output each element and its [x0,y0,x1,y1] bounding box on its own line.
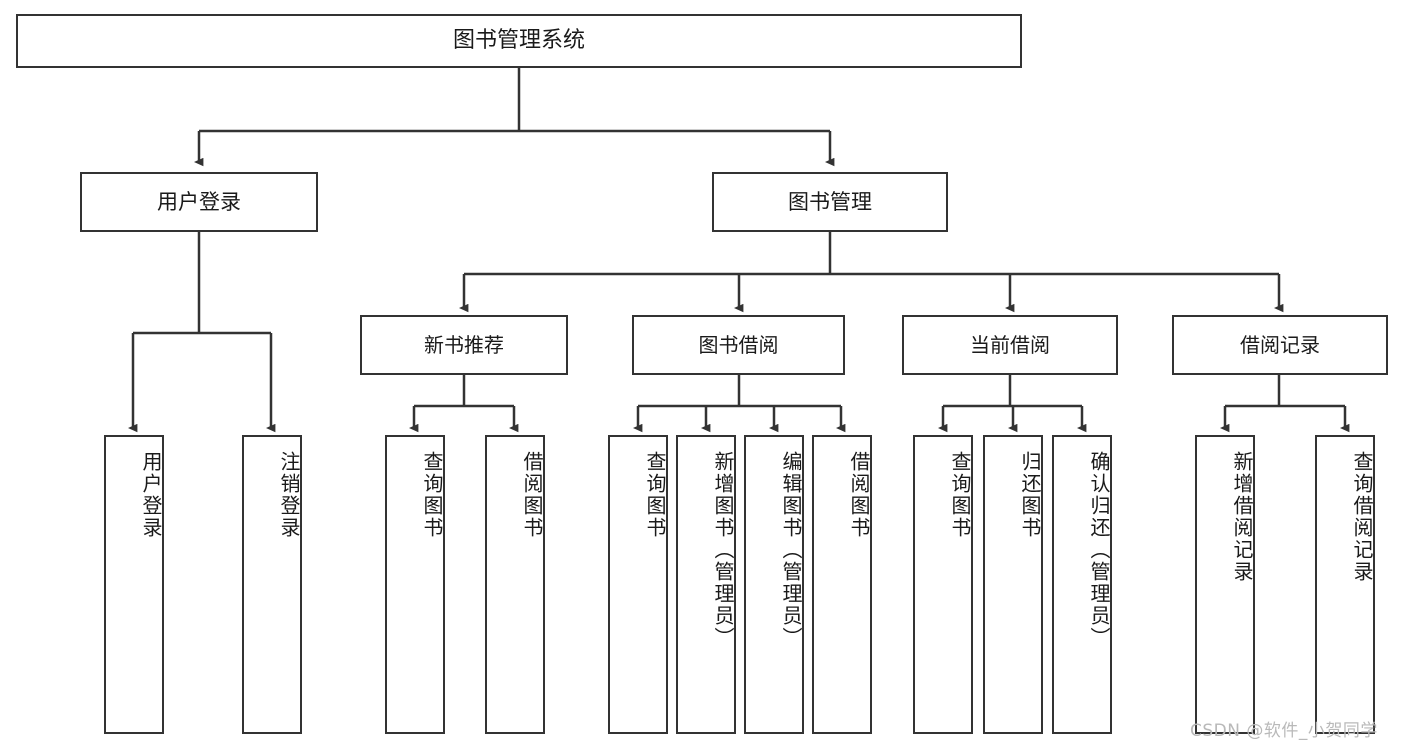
csdn-watermark: CSDN @软件_小贺同学 [1190,721,1378,741]
node-label: 确认归还（管理员） [1087,451,1111,649]
node-label: 查询图书 [420,451,444,539]
node-label: 查询图书 [948,451,972,539]
node-label: 当前借阅 [970,332,1050,357]
node-label: 图书管理系统 [452,28,585,54]
node-label: 编辑图书（管理员） [779,451,803,649]
node-label: 借阅图书 [847,451,871,539]
leaf-borrow-add-book-admin[interactable]: 新增图书（管理员） [676,435,736,734]
node-label: 新增图书（管理员） [711,451,735,649]
node-book-management[interactable]: 图书管理 [712,172,948,232]
leaf-records-query-record[interactable]: 查询借阅记录 [1315,435,1375,734]
node-book-borrow[interactable]: 图书借阅 [632,315,845,375]
node-new-book-recommend[interactable]: 新书推荐 [360,315,568,375]
node-label: 图书借阅 [698,332,779,357]
leaf-records-add-record[interactable]: 新增借阅记录 [1195,435,1255,734]
leaf-recommend-query-book[interactable]: 查询图书 [385,435,445,734]
leaf-user-login-signout[interactable]: 注销登录 [242,435,302,734]
node-user-login[interactable]: 用户登录 [80,172,318,232]
leaf-borrow-edit-book-admin[interactable]: 编辑图书（管理员） [744,435,804,734]
node-label: 图书管理 [788,189,872,214]
leaf-user-login-signin[interactable]: 用户登录 [104,435,164,734]
leaf-current-confirm-return-admin[interactable]: 确认归还（管理员） [1052,435,1112,734]
node-label: 注销登录 [277,451,301,539]
leaf-borrow-borrow-book[interactable]: 借阅图书 [812,435,872,734]
node-label: 新书推荐 [424,332,504,357]
leaf-current-return-book[interactable]: 归还图书 [983,435,1043,734]
leaf-recommend-borrow-book[interactable]: 借阅图书 [485,435,545,734]
node-label: 借阅记录 [1240,332,1320,357]
node-label: 用户登录 [139,451,163,539]
node-label: 用户登录 [157,189,241,214]
node-current-borrow[interactable]: 当前借阅 [902,315,1118,375]
node-root-system[interactable]: 图书管理系统 [16,14,1022,68]
node-label: 查询图书 [643,451,667,539]
node-borrow-records[interactable]: 借阅记录 [1172,315,1388,375]
node-label: 借阅图书 [520,451,544,539]
node-label: 新增借阅记录 [1230,451,1254,583]
leaf-current-query-book[interactable]: 查询图书 [913,435,973,734]
node-label: 归还图书 [1018,451,1042,539]
leaf-borrow-query-book[interactable]: 查询图书 [608,435,668,734]
node-label: 查询借阅记录 [1350,451,1374,583]
